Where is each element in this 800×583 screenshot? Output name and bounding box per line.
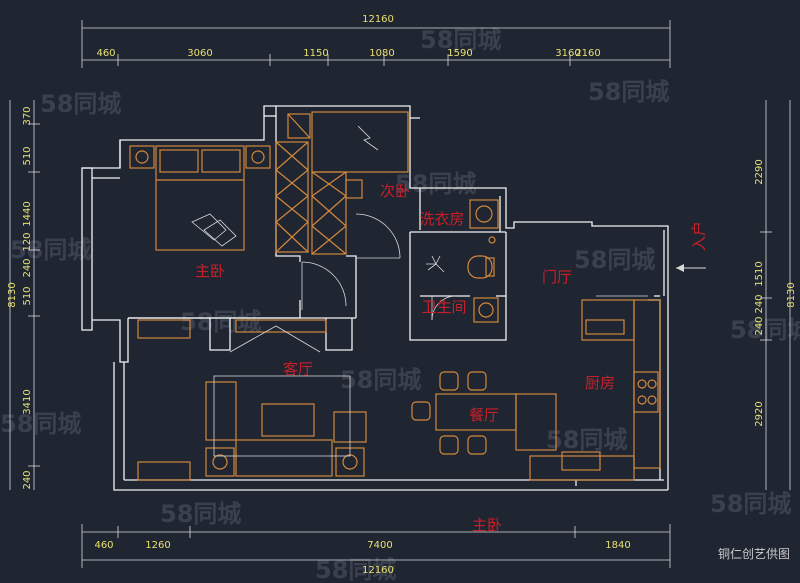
dim-right-segment: 240 [754,316,765,335]
furniture [129,111,661,481]
dim-right-segment: 2290 [754,159,765,184]
dim-top-segment: 3060 [187,48,212,59]
dim-right-segment: 1510 [754,261,765,286]
watermark: 58同城 [180,308,261,336]
dimension-lines [9,20,791,568]
credit-text: 铜仁创艺供图 [718,546,790,561]
dim-top-segment: 460 [96,48,115,59]
dim-bottom-segment: 460 [94,540,113,551]
dim-left-segment: 370 [22,106,33,125]
room-label-laundry: 洗衣房 [419,210,464,228]
watermark: 58同城 [40,90,121,118]
dim-bottom-total: 12160 [362,565,394,576]
room-label-bottom: 主卧 [472,516,502,534]
watermark: 58同城 [160,500,241,528]
watermark: 58同城 [395,170,476,198]
watermark: 58同城 [546,426,627,454]
entrance-label: 入户 [690,221,708,251]
watermark: 58同城 [315,556,396,583]
dim-top-segment: 1590 [447,48,472,59]
doors [301,213,648,321]
dim-left-segment: 3410 [22,389,33,414]
dim-bottom-segment: 1840 [605,540,630,551]
dim-bottom-segment: 7400 [367,540,392,551]
dim-left-segment: 510 [22,286,33,305]
dimension-texts: 12160 460 3060 1150 1080 1590 3160 2160 … [7,14,797,576]
watermark: 58同城 [0,410,81,438]
watermark: 58同城 [588,78,669,106]
dim-left-segment: 1440 [22,201,33,226]
room-label-kitchen: 厨房 [585,374,615,392]
dim-top-segment: 1150 [303,48,328,59]
dim-right-total: 8130 [786,282,797,307]
dim-left-segment: 240 [22,258,33,277]
watermark: 58同城 [730,316,800,344]
watermark: 58同城 [420,26,501,54]
watermark: 58同城 [340,366,421,394]
room-label-living-room: 客厅 [283,360,313,378]
room-label-bathroom: 卫生间 [421,298,466,316]
dim-right-segment: 2920 [754,401,765,426]
watermarks: 58同城 58同城 58同城 58同城 58同城 58同城 58同城 58同城 … [0,26,800,583]
dim-left-segment: 120 [22,232,33,251]
room-label-foyer: 门厅 [542,268,572,286]
dim-top-segment: 3160 [555,48,580,59]
dim-top-segment: 2160 [575,48,600,59]
watermark: 58同城 [10,236,91,264]
dim-left-segment: 510 [22,146,33,165]
room-label-master-bedroom: 主卧 [195,262,225,280]
dim-top-segment: 1080 [369,48,394,59]
dim-bottom-segment: 1260 [145,540,170,551]
entrance-arrow [676,264,706,272]
dim-left-segment: 240 [22,470,33,489]
room-label-second-bedroom: 次卧 [380,182,410,200]
watermark: 58同城 [710,490,791,518]
watermark: 58同城 [574,246,655,274]
room-label-dining: 餐厅 [469,406,499,424]
dim-left-total: 8130 [7,282,18,307]
dim-top-total: 12160 [362,14,394,25]
dim-right-segment: 240 [754,294,765,313]
